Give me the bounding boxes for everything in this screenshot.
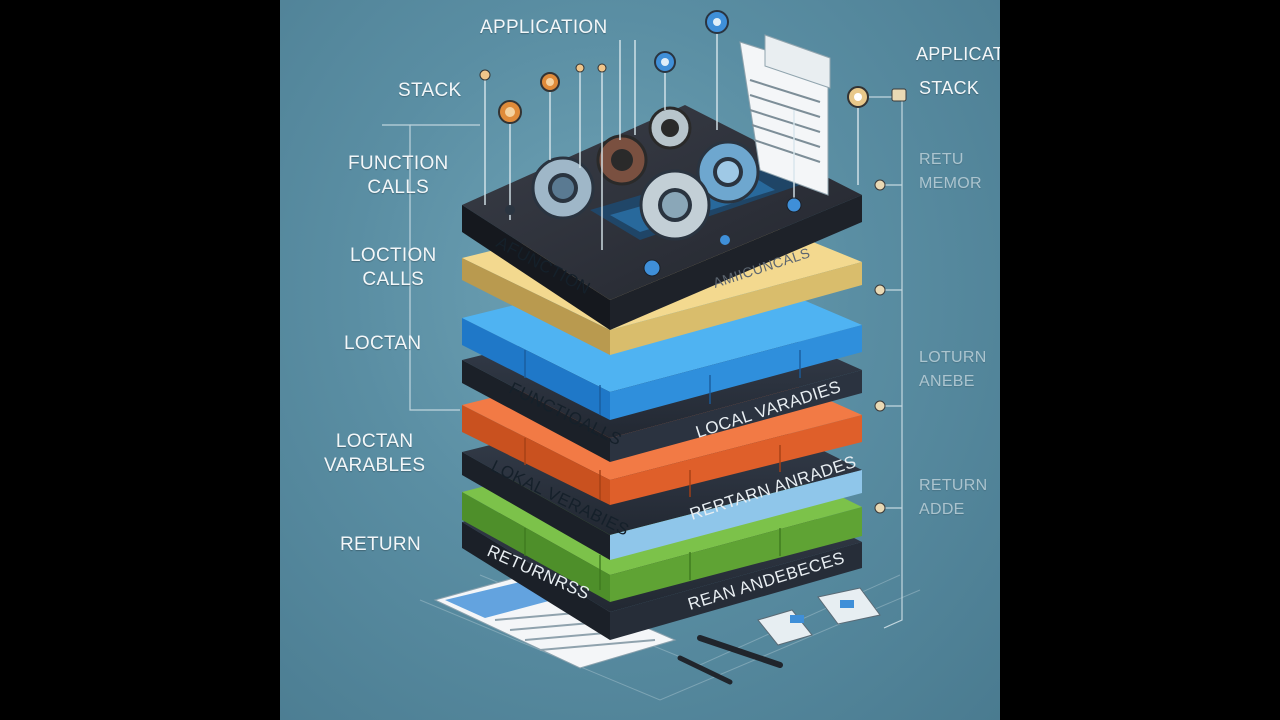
label-application: APPLICATION: [480, 17, 608, 38]
top-document: [739, 34, 831, 196]
pin-heads: [479, 10, 869, 277]
label-return: RETURN: [340, 534, 421, 555]
label-right-stack: STACK: [919, 78, 980, 98]
right-guide-dots: [874, 88, 907, 514]
label-loction-calls: LOCTION CALLS: [350, 245, 437, 290]
label-right-loturn-anebe: LOTURN ANEBE: [919, 349, 987, 390]
memory-stack-illustration: AFUNCTION AMIICUNCALS FUNCTIOALLS LOCAL …: [382, 10, 921, 701]
label-right-retu-memor: RETU MEMOR: [919, 151, 982, 192]
label-stack: STACK: [398, 80, 462, 101]
label-loctan-varables: LOCTAN VARABLES: [324, 431, 426, 476]
diagram-panel: AFUNCTION AMIICUNCALS FUNCTIOALLS LOCAL …: [280, 0, 1000, 720]
label-right-return-adde: RETURN ADDE: [919, 477, 988, 518]
ground-cards: [677, 587, 881, 685]
label-right-applicat: APPLICAT: [916, 44, 1000, 64]
label-loctan: LOCTAN: [344, 333, 422, 354]
label-function-calls: FUNCTION CALLS: [348, 153, 449, 198]
pins: [484, 22, 859, 250]
right-guide-lines: [865, 96, 903, 629]
left-guide-lines: [382, 124, 480, 411]
gear-icons: [531, 106, 760, 241]
